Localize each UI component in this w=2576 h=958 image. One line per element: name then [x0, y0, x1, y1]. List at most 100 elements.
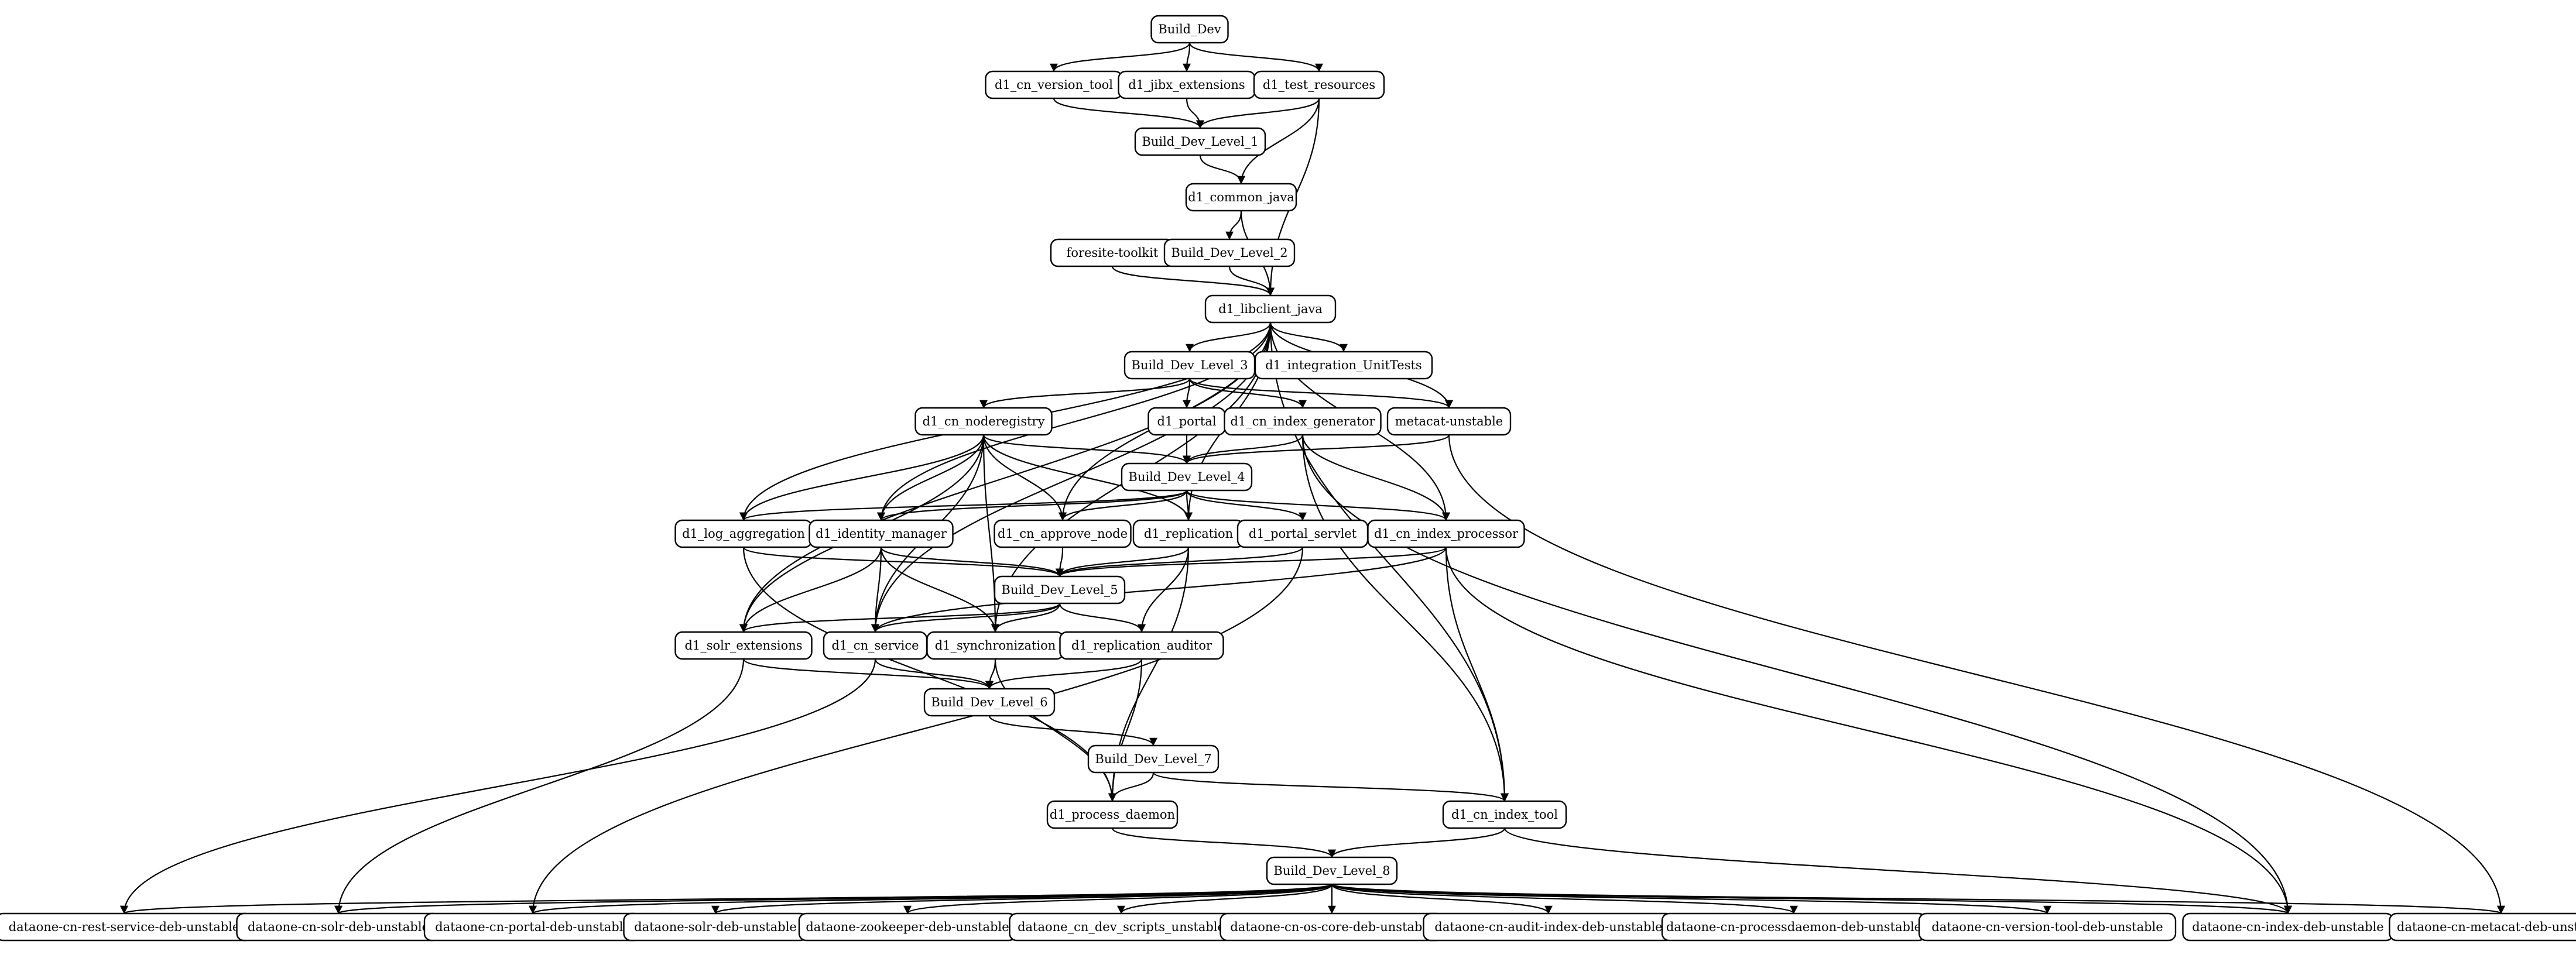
edge-line: [1331, 883, 1798, 915]
edge-line: [1056, 547, 1190, 577]
edge-d1-cn-noderegistry-to-d1-identity-manager: [877, 434, 985, 521]
edge-d1-cn-index-tool-to-build-dev-level-8: [1328, 827, 1506, 858]
node-d1-jibx-extensions: d1_jibx_extensions: [1118, 70, 1256, 99]
node-build-dev-level-7: Build_Dev_Level_7: [1087, 744, 1220, 774]
edge-d1-cn-index-processor-to-dataone-cn-index-deb-unstable: [1445, 547, 2292, 914]
node-d1-test-resources: d1_test_resources: [1253, 70, 1385, 99]
edge-line: [1111, 827, 1336, 858]
edge-build-dev-level-5-to-d1-replication-auditor: [1059, 603, 1146, 633]
node-build-dev-level-1: Build_Dev_Level_1: [1134, 127, 1266, 156]
edge-line: [1331, 883, 2505, 915]
edge-layer: [120, 42, 2505, 915]
edge-line: [1331, 883, 2051, 915]
node-d1-log-aggregation: d1_log_aggregation: [674, 519, 813, 548]
edge-build-dev-level-8-to-dataone-cn-version-tool-deb-unstable: [1331, 883, 2051, 915]
node-d1-portal-servlet: d1_portal_servlet: [1236, 519, 1369, 548]
node-label: dataone-cn-rest-service-deb-unstable: [9, 920, 240, 934]
edge-d1-cn-noderegistry-to-d1-cn-approve-node: [982, 434, 1067, 521]
node-label: d1_test_resources: [1263, 78, 1375, 92]
edge-build-dev-level-8-to-dataone-cn-dev-scripts-unstable: [1117, 884, 1333, 914]
node-box: [1121, 462, 1253, 492]
edge-d1-libclient-java-to-d1-integration-unittests: [1269, 322, 1348, 352]
edge-line: [1186, 98, 1204, 129]
edge-d1-cn-service-to-dataone-cn-rest-service-deb-unstable: [120, 658, 876, 914]
edge-line: [880, 547, 1064, 577]
edge-line: [1059, 603, 1146, 633]
edge-line: [1184, 490, 1193, 521]
edge-line: [877, 490, 1188, 521]
edge-line: [739, 489, 1188, 521]
edge-line: [1188, 378, 1307, 408]
edge-d1-replication-auditor-to-build-dev-level-6: [985, 658, 1143, 689]
edge-line: [1183, 434, 1304, 464]
node-box: [1266, 856, 1398, 885]
edge-d1-cn-version-tool-to-build-dev-level-1: [1053, 98, 1204, 129]
node-d1-cn-noderegistry: d1_cn_noderegistry: [914, 407, 1053, 436]
node-build-dev-level-8: Build_Dev_Level_8: [1266, 856, 1398, 885]
node-d1-portal: d1_portal: [1147, 407, 1226, 436]
node-label: d1_cn_index_tool: [1451, 808, 1558, 822]
edge-line: [903, 883, 1333, 915]
node-label: d1_synchronization: [935, 638, 1056, 653]
node-dataone-cn-metacat-deb-unstable: dataone-cn-metacat-deb-unstable: [2389, 912, 2576, 942]
edge-d1-portal-servlet-to-dataone-cn-portal-deb-unstable: [529, 547, 1304, 914]
edge-d1-cn-noderegistry-to-d1-synchronization: [982, 434, 999, 633]
edge-d1-identity-manager-to-d1-solr-extensions: [739, 547, 882, 633]
edge-line: [739, 547, 882, 633]
edge-line: [871, 547, 882, 633]
edge-d1-cn-index-processor-to-build-dev-level-5: [1056, 546, 1447, 578]
edge-line: [880, 547, 999, 633]
node-dataone-solr-deb-unstable: dataone-solr-deb-unstable: [623, 912, 808, 942]
node-label: d1_jibx_extensions: [1128, 78, 1245, 92]
edge-line: [979, 378, 1191, 408]
node-box: [1185, 183, 1297, 212]
edge-line: [1237, 98, 1320, 184]
node-label: Build_Dev_Level_2: [1171, 246, 1287, 260]
edge-d1-replication-to-build-dev-level-5: [1056, 547, 1190, 577]
node-dataone-cn-audit-index-deb-unstable: dataone-cn-audit-index-deb-unstable: [1423, 912, 1674, 942]
node-dataone-cn-os-core-deb-unstable: dataone-cn-os-core-deb-unstable: [1220, 912, 1444, 942]
edge-line: [1445, 547, 1509, 802]
edge-line: [1196, 98, 1320, 129]
edge-build-dev-level-5-to-d1-cn-service: [871, 603, 1061, 633]
node-box: [1254, 351, 1433, 380]
edge-build-dev-level-8-to-dataone-solr-deb-unstable: [711, 883, 1333, 915]
node-label: Build_Dev_Level_4: [1128, 470, 1245, 484]
edge-build-dev-level-8-to-dataone-cn-audit-index-deb-unstable: [1331, 884, 1553, 914]
node-box: [994, 575, 1126, 605]
edge-line: [739, 434, 985, 521]
node-box: [1367, 519, 1525, 548]
node-d1-process-daemon: d1_process_daemon: [1046, 800, 1179, 829]
node-build-dev-level-5: Build_Dev_Level_5: [994, 575, 1126, 605]
edge-build-dev-to-d1-jibx-extensions: [1183, 42, 1191, 72]
node-dataone-cn-rest-service-deb-unstable: dataone-cn-rest-service-deb-unstable: [0, 912, 254, 942]
edge-d1-cn-index-tool-to-dataone-cn-index-deb-unstable: [1503, 827, 2292, 914]
node-d1-cn-version-tool: d1_cn_version_tool: [985, 70, 1123, 99]
edge-line: [1152, 771, 1509, 802]
node-box: [1046, 800, 1179, 829]
edge-line: [1188, 378, 1453, 408]
edge-line: [1117, 884, 1333, 914]
edge-line: [982, 434, 1191, 464]
edge-build-dev-level-4-to-d1-identity-manager: [877, 490, 1188, 521]
edge-d1-identity-manager-to-d1-cn-service: [871, 547, 882, 633]
edge-line: [1108, 772, 1155, 802]
edge-line: [1331, 884, 1553, 914]
node-label: d1_common_java: [1188, 190, 1294, 204]
edge-build-dev-level-3-to-d1-cn-index-generator: [1188, 378, 1307, 408]
edge-line: [871, 603, 1061, 633]
node-box: [1150, 15, 1229, 44]
node-d1-replication-auditor: d1_replication_auditor: [1059, 631, 1224, 660]
node-dataone-cn-processdaemon-deb-unstable: dataone-cn-processdaemon-deb-unstable: [1661, 912, 1927, 942]
edge-line: [1328, 827, 1506, 858]
node-dataone-zookeeper-deb-unstable: dataone-zookeeper-deb-unstable: [798, 912, 1017, 942]
node-label: d1_cn_index_processor: [1374, 527, 1519, 541]
edge-build-dev-to-d1-cn-version-tool: [1050, 42, 1191, 72]
node-label: Build_Dev_Level_5: [1001, 583, 1118, 597]
node-box: [994, 519, 1132, 548]
node-dataone-cn-portal-deb-unstable: dataone-cn-portal-deb-unstable: [423, 912, 642, 942]
node-box: [1386, 407, 1512, 436]
edge-build-dev-level-8-to-dataone-zookeeper-deb-unstable: [903, 883, 1333, 915]
